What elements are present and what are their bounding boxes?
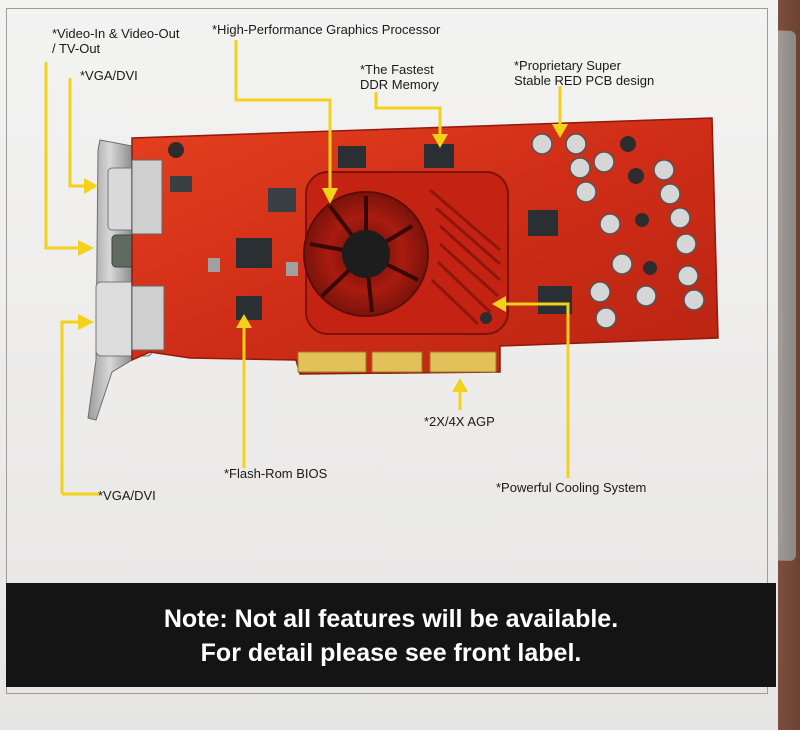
callout-agp: *2X/4X AGP [424, 414, 495, 429]
agp-connector [297, 351, 497, 373]
callout-arrows [44, 40, 570, 494]
callout-pcb-line1: *Proprietary Super [514, 58, 621, 73]
callout-cooling: *Powerful Cooling System [496, 480, 647, 495]
callout-flash-bios: *Flash-Rom BIOS [224, 466, 328, 481]
callout-ddr-line1: *The Fastest [360, 62, 434, 77]
callout-gpu: *High-Performance Graphics Processor [212, 22, 441, 37]
callout-ddr-line2: DDR Memory [360, 77, 439, 92]
note-line-1: Note: Not all features will be available… [163, 605, 619, 633]
callout-vga-dvi-top: *VGA/DVI [80, 68, 138, 83]
callout-vga-dvi-bottom: *VGA/DVI [98, 488, 156, 503]
note-line-2: For detail please see front label. [200, 639, 582, 667]
callout-video-io-line1: *Video-In & Video-Out [52, 26, 180, 41]
cooling-fan [303, 171, 509, 335]
callout-video-io-line2: / TV-Out [52, 41, 101, 56]
panel-border [6, 8, 768, 694]
capacitors [531, 133, 705, 329]
arrow-heads [78, 124, 568, 392]
note-bar [6, 583, 776, 687]
callout-pcb-line2: Stable RED PCB design [514, 73, 655, 88]
